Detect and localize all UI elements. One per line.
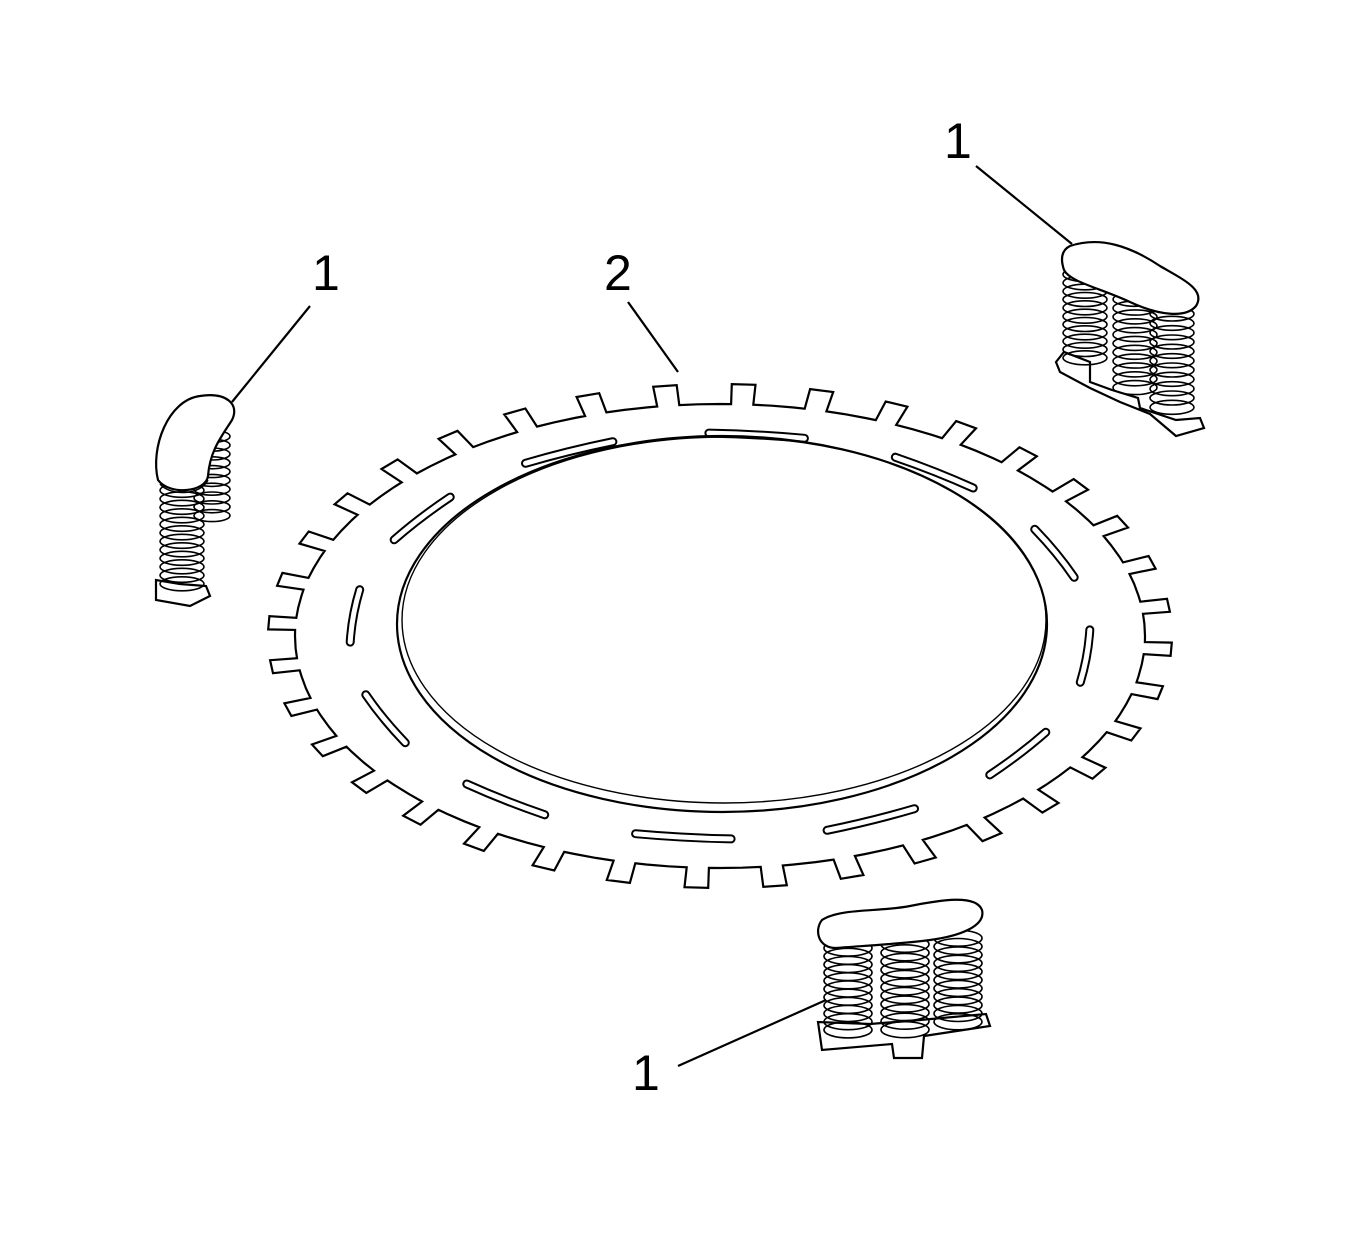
spring-cap-left-edge [159, 479, 209, 494]
spring-base-plate-left [154, 578, 212, 608]
spring-cap-left [155, 394, 236, 492]
plate-slot-inner [1077, 627, 1093, 685]
coil-turn [880, 1012, 930, 1031]
coil-turn [159, 558, 205, 575]
coil-turn [159, 507, 205, 524]
coil-turn [1149, 399, 1195, 416]
leader-plate [627, 301, 679, 373]
plate-slot-inner [987, 729, 1049, 778]
coil-turn [1062, 349, 1108, 366]
coil-springs-right [1062, 258, 1195, 416]
coil-turn [1149, 334, 1195, 350]
coil-turn [159, 550, 205, 567]
plate-slots [345, 428, 1095, 844]
coil-turn [933, 1012, 983, 1031]
coil-turn [1062, 341, 1108, 358]
leader-right [975, 165, 1073, 245]
coil-turn [159, 516, 205, 533]
spring-assembly-right [1054, 241, 1206, 438]
coil-turn [1149, 362, 1195, 378]
coil-turn [1149, 315, 1195, 332]
coil-turn [1149, 380, 1195, 397]
plate-inner-edge [395, 434, 1049, 814]
coil-turn [880, 943, 930, 962]
coil-turn [823, 1021, 873, 1039]
callout-plate: 2 [604, 245, 632, 301]
leader-left [231, 305, 311, 403]
plate-slot-inner [391, 494, 453, 543]
coil-turn [1112, 309, 1158, 325]
callout-labels: 1 2 1 1 [312, 113, 972, 1101]
plate-slot-inner [892, 454, 976, 491]
coil-turn [1062, 299, 1108, 316]
coil-turn [1062, 316, 1108, 333]
coil-turn [880, 986, 930, 1005]
coil-turn [159, 541, 205, 558]
plate-slot-inner [706, 430, 807, 441]
coil-turn [159, 533, 205, 550]
coil-springs-bottom [823, 929, 983, 1039]
spring-assembly-left [154, 394, 236, 608]
coil-turn [1112, 362, 1158, 378]
leader-bottom [677, 998, 827, 1068]
plate-inner-lip [401, 436, 1047, 804]
coil-turn [159, 575, 205, 592]
coil-turn [880, 961, 930, 979]
coil-turn [933, 1004, 983, 1023]
plate-outline [266, 382, 1174, 890]
coil-turn [1062, 333, 1108, 350]
callout-spring-left: 1 [312, 245, 340, 301]
coil-turn [1112, 326, 1158, 343]
coil-turn [1062, 308, 1108, 325]
coil-turn [880, 978, 930, 996]
coil-turn [193, 499, 231, 514]
coil-turn [1112, 353, 1158, 369]
coil-turn [880, 1020, 930, 1039]
coil-turn [1149, 343, 1195, 360]
plate-slot-inner [1032, 526, 1077, 580]
coil-turn [933, 962, 983, 981]
plate-slot-inner [464, 781, 548, 818]
coil-turn [1112, 379, 1158, 396]
coil-turn [1149, 352, 1195, 369]
coil-turn [193, 491, 231, 505]
coil-turn [1149, 390, 1195, 406]
coil-turn [1112, 370, 1158, 387]
coil-turn [1112, 344, 1158, 361]
coil-turn [1149, 324, 1195, 341]
coil-turn [823, 1012, 873, 1031]
toothed-plate [266, 382, 1174, 890]
coil-turn [1112, 335, 1158, 352]
plate-slot-inner [347, 587, 363, 645]
plate-slot-inner [363, 692, 408, 746]
plate-slot-inner [523, 439, 616, 466]
coil-turn [880, 1003, 930, 1022]
spring-assembly-bottom [816, 898, 992, 1060]
coil-turn [1062, 291, 1108, 308]
spring-cap-bottom [817, 898, 984, 950]
coil-turn [159, 499, 205, 516]
coil-turn [1112, 317, 1158, 334]
spring-cap-right [1060, 241, 1200, 315]
plate-slot-inner [633, 831, 734, 842]
coil-turn [880, 969, 930, 988]
leader-lines [231, 165, 1073, 1068]
coil-turn [880, 952, 930, 971]
coil-turn [159, 567, 205, 584]
coil-turn [1149, 371, 1195, 388]
coil-turn [159, 524, 205, 541]
plate-slot-inner [824, 806, 917, 833]
callout-spring-right: 1 [944, 113, 972, 169]
coil-turn [1062, 324, 1108, 341]
spring-base-plate-right [1054, 350, 1206, 438]
coil-turn [880, 995, 930, 1013]
coil-turn [159, 490, 205, 507]
coil-turn [193, 508, 231, 523]
callout-spring-bottom: 1 [632, 1045, 660, 1101]
